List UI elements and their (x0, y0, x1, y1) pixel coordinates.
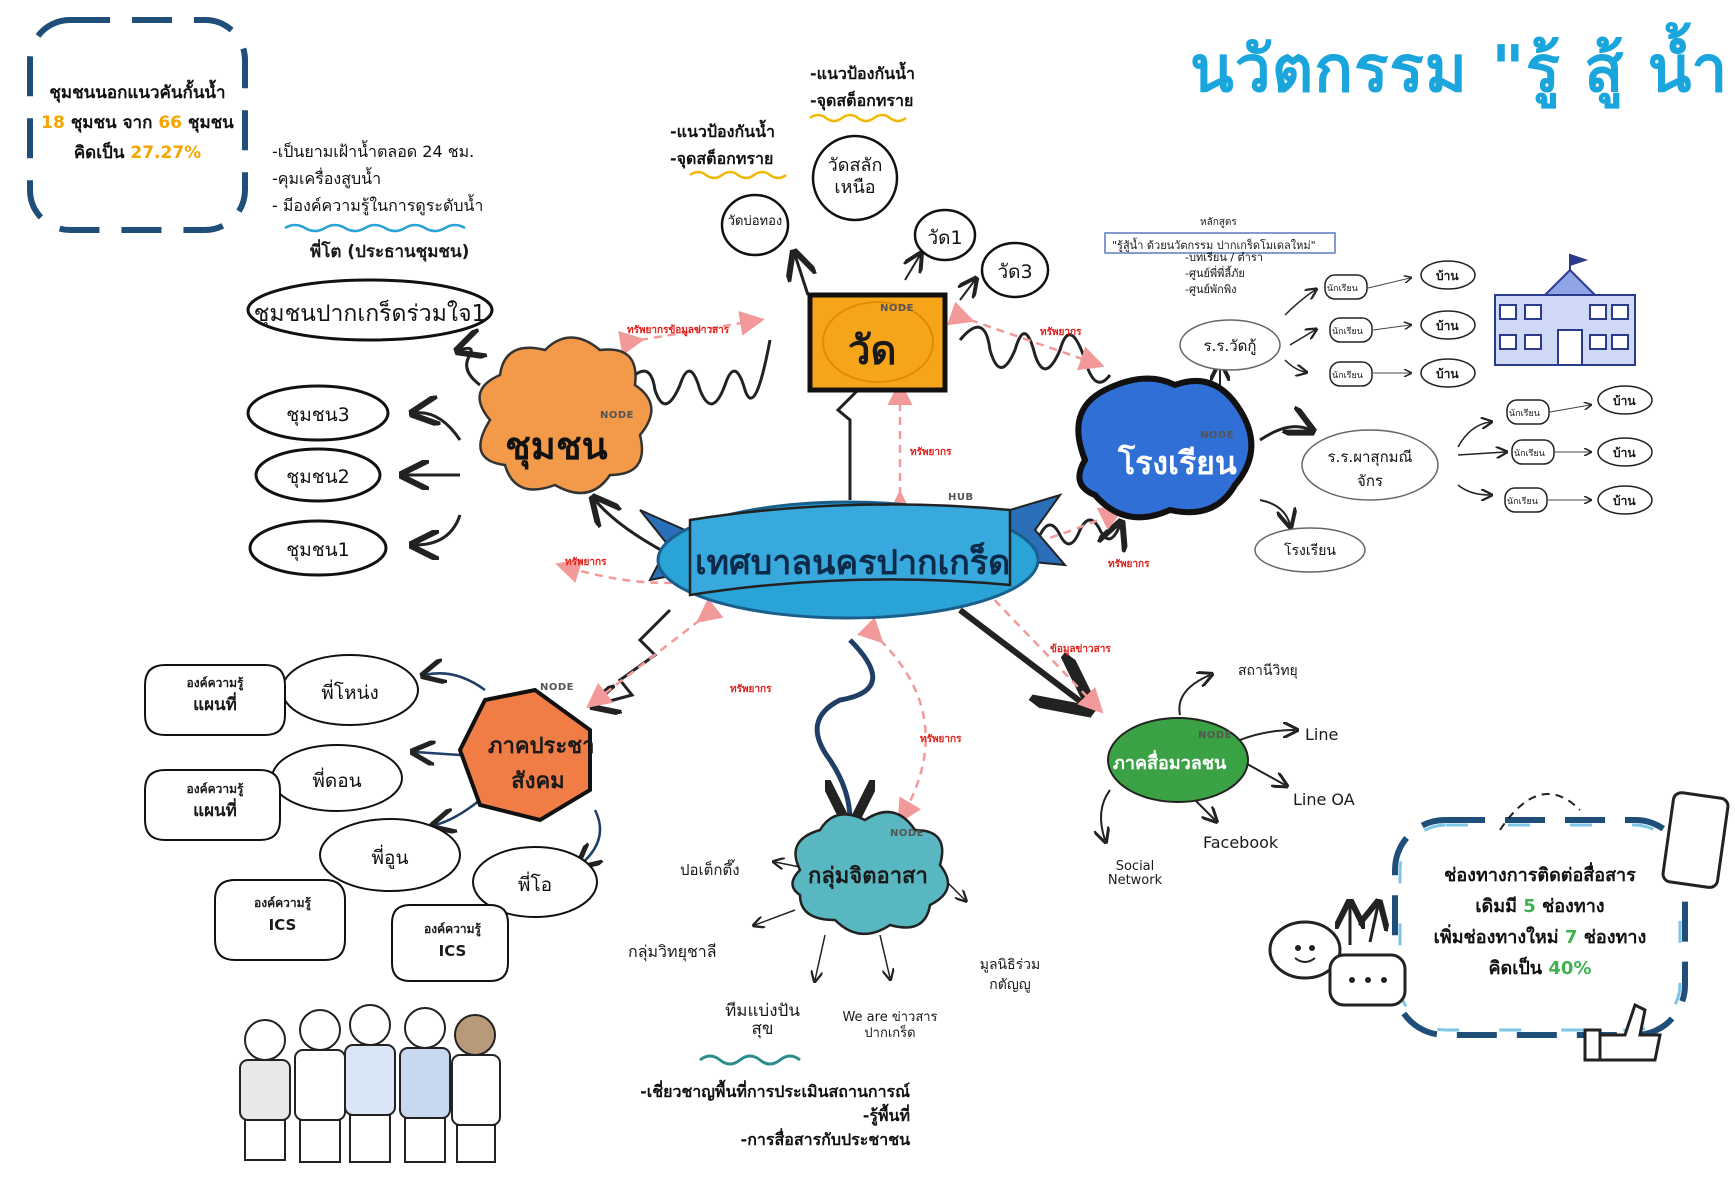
hub-tag: HUB (948, 492, 974, 503)
person-don[interactable]: พี่ดอน (312, 770, 362, 792)
community-2[interactable]: ชุมชน2 (286, 466, 350, 488)
tablet-icon (1661, 791, 1730, 889)
student-4: นักเรียน (1509, 409, 1540, 419)
community-1[interactable]: ชุมชน1 (286, 539, 350, 561)
chat-bubble-icon (1268, 920, 1342, 980)
house-6: บ้าน (1613, 494, 1636, 508)
temple-notes-a: -แนวป้องกันน้ำ -จุดสต็อกทราย (670, 122, 775, 168)
volunteer-radio[interactable]: กลุ่มวิทยุชาลี (628, 942, 717, 961)
knowledge-map-2: องค์ความรู้ แผนที่ (186, 782, 244, 821)
temple-node-tag: NODE (880, 303, 915, 314)
temple-3[interactable]: วัด3 (997, 261, 1033, 283)
volunteer-notes: -เชี่ยวชาญพื้นที่การประเมินสถานการณ์ -รู… (640, 1082, 910, 1149)
volunteer-node-tag: NODE (890, 828, 925, 839)
house-1: บ้าน (1436, 269, 1459, 283)
course-name: "รู้สู้น้ำ ด้วยนวัตกรรม ปากเกร็ดโมเดลใหม… (1112, 239, 1316, 252)
media-node-tag: NODE (1198, 730, 1233, 741)
volunteer-node[interactable]: กลุ่มจิตอาสา (808, 864, 928, 889)
media-radio[interactable]: สถานีวิทยุ (1238, 663, 1298, 679)
flow-label-hub-volunteer: ทรัพยากร (920, 734, 962, 745)
community-3[interactable]: ชุมชน3 (286, 404, 350, 426)
school-phasuk[interactable]: ร.ร.ผาสุกมณีจักร (1327, 448, 1413, 490)
house-2: บ้าน (1436, 319, 1459, 333)
stat-box-frame (27, 17, 248, 233)
volunteer-cloud (791, 810, 950, 936)
school-other[interactable]: โรงเรียน (1284, 543, 1336, 559)
school-shape (1075, 375, 1255, 521)
media-line[interactable]: Line (1305, 725, 1339, 744)
thumbs-up-icon (1583, 1002, 1662, 1062)
flow-label-hub-media: ข้อมูลข่าวสาร (1050, 644, 1111, 655)
community-leader: พี่โต (ประธานชุมชน) (310, 242, 470, 262)
channels-box: ช่องทางการติดต่อสื่อสาร เดิมมี 5 ช่องทาง… (1433, 865, 1647, 979)
stat-line-1: ชุมชนนอกแนวคันกั้นน้ำ (49, 83, 226, 103)
community-main[interactable]: ชุมชนปากเกร็ดร่วมใจ1 (253, 301, 487, 327)
stat-line-2: 18 ชุมชน จาก 66 ชุมชน (41, 113, 234, 133)
media-social[interactable]: Social Network (1107, 859, 1163, 888)
school-node-tag: NODE (1200, 430, 1235, 441)
flow-label-temple-community: ทรัพยากรข้อมูลข่าวสาร (627, 325, 730, 336)
flow-label-temple-school: ทรัพยากร (1040, 327, 1082, 338)
civil-hexagon (457, 687, 592, 823)
house-4: บ้าน (1613, 394, 1636, 408)
flow-label-hub-community: ทรัพยากร (565, 557, 607, 568)
student-2: นักเรียน (1332, 327, 1363, 337)
temple-node[interactable]: วัด (848, 328, 897, 374)
community-notes: -เป็นยามเฝ้าน้ำตลอด 24 ชม. -คุมเครื่องสู… (272, 142, 484, 215)
knowledge-ics-1: องค์ความรู้ ICS (254, 896, 311, 934)
community-node[interactable]: ชุมชน (505, 424, 608, 468)
volunteer-share[interactable]: ทีมแบ่งปันสุข (725, 1001, 800, 1039)
civil-node[interactable]: ภาคประชา สังคม (488, 734, 595, 794)
media-blob (1107, 717, 1249, 803)
flow-label-hub-civil: ทรัพยากร (730, 684, 772, 695)
temple-botong[interactable]: วัดบ่อทอง (727, 214, 783, 229)
volunteer-poteck[interactable]: ปอเต็กตึ๊ง (680, 861, 740, 879)
temple-notes-b: -แนวป้องกันน้ำ -จุดสต็อกทราย (810, 64, 915, 110)
student-1: นักเรียน (1327, 284, 1358, 294)
media-line-oa[interactable]: Line OA (1293, 790, 1355, 809)
stat-box: ชุมชนนอกแนวคันกั้นน้ำ 18 ชุมชน จาก 66 ชุ… (30, 78, 245, 168)
student-5: นักเรียน (1514, 449, 1545, 459)
volunteers-illustration (239, 1004, 501, 1163)
course-heading: หลักสูตร (1200, 217, 1237, 228)
house-3: บ้าน (1436, 367, 1459, 381)
media-node[interactable]: ภาคสื่อมวลชน (1113, 753, 1227, 774)
knowledge-map-1: องค์ความรู้ แผนที่ (186, 676, 244, 715)
school-building-icon (1494, 253, 1636, 366)
person-o[interactable]: พี่โอ (517, 874, 553, 896)
house-5: บ้าน (1613, 446, 1636, 460)
page-title: นวัตกรรม "รู้ สู้ น้ำ (1190, 33, 1729, 107)
person-nong[interactable]: พี่โหน่ง (321, 682, 379, 704)
temple-1[interactable]: วัด1 (927, 227, 963, 249)
course-items: -บทเรียน / ตำรา -ศูนย์พี่พี่ลี้ภัย -ศูนย… (1185, 251, 1263, 296)
temple-salak-nuea[interactable]: วัดสลักเหนือ (827, 155, 883, 198)
school-watku[interactable]: ร.ร.วัดกู้ (1203, 337, 1257, 355)
volunteer-we-are[interactable]: We are ข่าวสารปากเกร็ด (842, 1010, 938, 1041)
stat-line-3: คิดเป็น 27.27% (73, 143, 202, 163)
community-node-tag: NODE (600, 410, 635, 421)
media-facebook[interactable]: Facebook (1203, 833, 1279, 852)
knowledge-ics-2: องค์ความรู้ ICS (424, 922, 481, 960)
student-6: นักเรียน (1507, 497, 1538, 507)
flow-label-hub-school: ทรัพยากร (1108, 559, 1150, 570)
hub-label[interactable]: เทศบาลนครปากเกร็ด (695, 543, 1011, 583)
school-node[interactable]: โรงเรียน (1118, 444, 1237, 482)
volunteer-foundation[interactable]: มูลนิธิร่วมกตัญญู (979, 957, 1041, 993)
channels-box-frame (1392, 817, 1688, 1038)
flow-label-hub-temple: ทรัพยากร (910, 447, 952, 458)
civil-node-tag: NODE (540, 682, 575, 693)
community-main-ellipse (246, 278, 494, 342)
student-3: นักเรียน (1332, 371, 1363, 381)
person-oon[interactable]: พี่อูน (371, 847, 409, 869)
community-cloud (478, 336, 653, 495)
